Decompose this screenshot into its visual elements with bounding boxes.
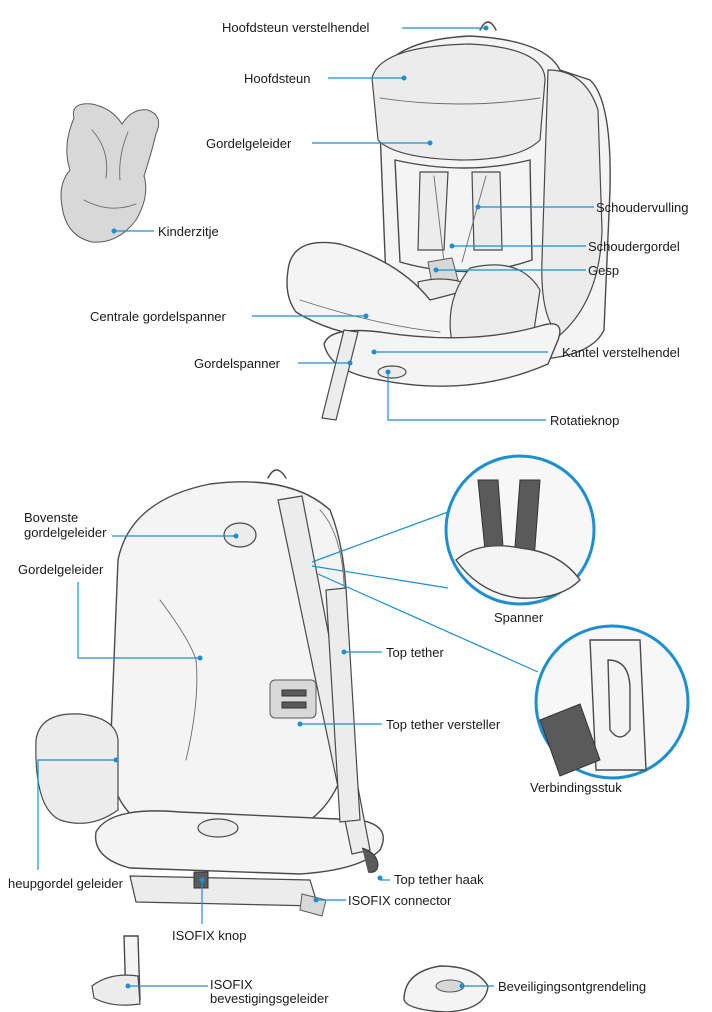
label-kantel-verstelhendel: Kantel verstelhendel (562, 345, 680, 360)
label-spanner: Spanner (494, 610, 544, 625)
label-kinderzitje: Kinderzitje (158, 224, 219, 239)
label-isofix-knop: ISOFIX knop (172, 928, 247, 943)
lap-cushion-shape (35, 713, 119, 824)
hanging-belt-shape (321, 329, 359, 421)
connector-plate-shape (589, 639, 647, 771)
label-gordelgeleider-top: Gordelgeleider (206, 136, 292, 151)
label-top-tether: Top tether (386, 645, 444, 660)
label-beveiligingsontgrendeling: Beveiligingsontgrendeling (498, 979, 647, 994)
adjuster-slot-2-shape (281, 701, 307, 709)
label-isofix-connector: ISOFIX connector (348, 893, 452, 908)
car-seat-back-illustration (35, 469, 384, 917)
shoulder-pad-left-shape (417, 171, 449, 251)
label-bovenste-gordelgeleider: Bovenste gordelgeleider (24, 510, 107, 540)
label-gesp: Gesp (588, 263, 620, 278)
tether-hook-shape (361, 847, 379, 873)
label-hoofdsteun: Hoofdsteun (244, 71, 311, 86)
label-top-tether-haak: Top tether haak (394, 872, 484, 887)
label-rotatieknop: Rotatieknop (550, 413, 620, 428)
connector-inset-illustration (534, 624, 690, 780)
child-insert-shape (60, 103, 160, 243)
seat-seam-shape (299, 299, 441, 333)
label-centrale-gordelspanner: Centrale gordelspanner (90, 309, 226, 324)
isofix-connector-shape (299, 893, 327, 917)
adjuster-slot-1-shape (281, 689, 307, 697)
side-wing-shape (541, 69, 603, 336)
top-tether-adjuster-shape (269, 679, 317, 719)
child-insert-seams-shape (83, 129, 137, 209)
security-release-illustration (403, 965, 489, 1012)
back-recline-seam-shape (159, 599, 198, 761)
label-gordelgeleider-back: Gordelgeleider (18, 562, 104, 577)
headrest-seam-shape (379, 97, 541, 105)
base-recess-shape (197, 818, 239, 838)
connector-strap-shape (539, 703, 601, 777)
spanner-callout-lines (311, 511, 449, 589)
child-insert-illustration (60, 103, 160, 243)
back-base-shape (94, 810, 384, 875)
harness-straps-shape (433, 175, 487, 263)
spanner-hand-shape (455, 545, 581, 599)
inner-back-shape (394, 159, 533, 273)
label-heupgordel-geleider: heupgordel geleider (8, 876, 123, 891)
guide-foot-shape (91, 974, 141, 1006)
headrest-shape (371, 43, 546, 161)
car-seat-front-illustration (286, 21, 611, 421)
back-headrest-handle-shape (267, 469, 287, 479)
label-top-tether-versteller: Top tether versteller (386, 717, 501, 732)
rear-strap-shape (325, 587, 361, 823)
isofix-arm-shape (129, 875, 319, 907)
leader-lines (37, 25, 594, 989)
label-schoudervulling: Schoudervulling (596, 200, 689, 215)
label-isofix-bevestigingsgeleider: ISOFIX bevestigingsgeleider (210, 977, 329, 1006)
rotation-knob-shape (377, 365, 407, 379)
shoulder-pad-right-shape (471, 171, 503, 251)
connector-callout-line (317, 573, 539, 673)
label-verbindingsstuk: Verbindingsstuk (530, 780, 622, 795)
label-hoofdsteun-verstelhendel: Hoofdsteun verstelhendel (222, 20, 370, 35)
label-gordelspanner: Gordelspanner (194, 356, 280, 371)
connector-hook-shape (607, 659, 631, 738)
label-schoudergordel: Schoudergordel (588, 239, 680, 254)
buckle-shape (427, 257, 459, 285)
isofix-guide-illustration (91, 935, 141, 1006)
top-belt-guide-slot-shape (223, 522, 257, 548)
spanner-inset-illustration (444, 454, 596, 606)
